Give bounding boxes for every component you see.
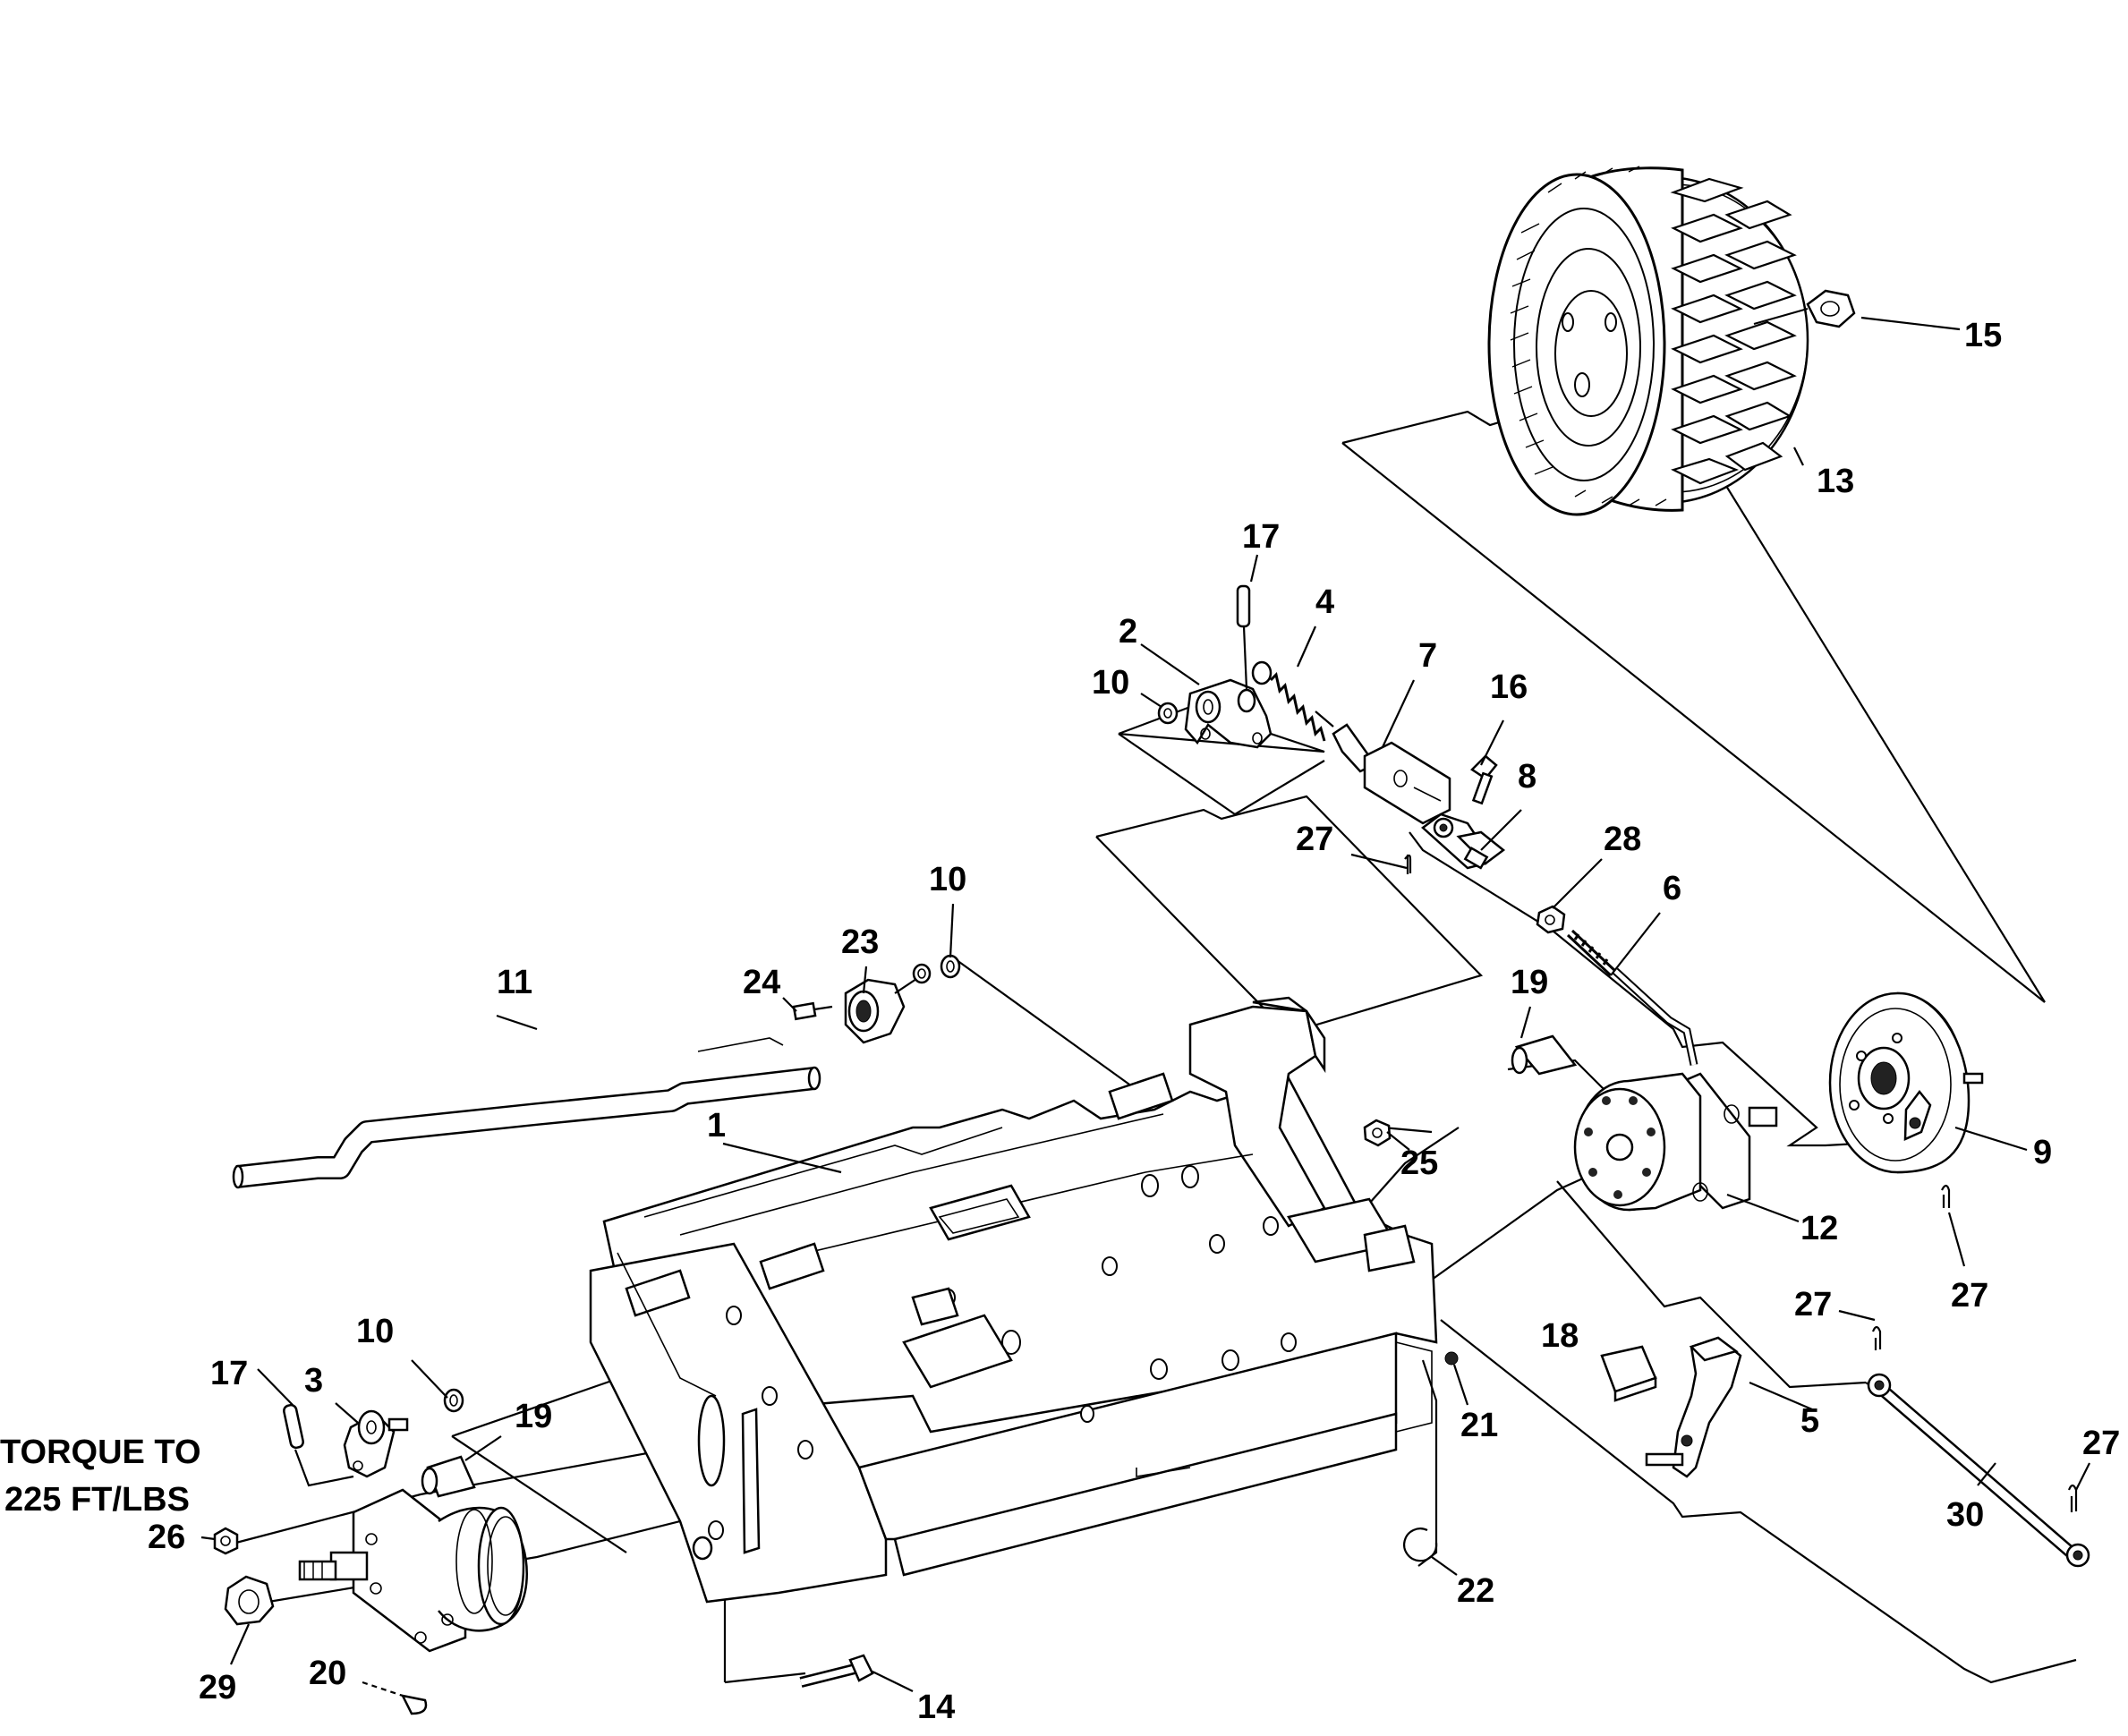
key-20 (362, 1681, 428, 1715)
callout-10-upper: 10 (1092, 664, 1129, 702)
callout-14: 14 (917, 1689, 955, 1726)
callout-10-lower: 10 (356, 1313, 394, 1350)
motor-12 (1573, 1072, 1778, 1212)
callout-26: 26 (148, 1519, 185, 1556)
callout-20: 20 (309, 1655, 346, 1692)
crank-3 (343, 1409, 409, 1478)
arm-8 (1421, 813, 1506, 870)
callout-22: 22 (1457, 1572, 1494, 1610)
nut-25 (1363, 1119, 1392, 1147)
callout-1: 1 (707, 1107, 726, 1145)
callout-25: 25 (1400, 1145, 1438, 1182)
callout-13: 13 (1817, 463, 1854, 500)
wheel-13 (1487, 166, 1809, 516)
callout-16: 16 (1490, 668, 1528, 706)
pin-17-lower (283, 1403, 354, 1487)
rod-11 (232, 1037, 821, 1189)
washer-10-upper (1157, 702, 1179, 725)
bolt-14 (799, 1654, 874, 1688)
bolt-24 (792, 1001, 833, 1021)
callout-27-rod-bottom: 27 (2082, 1425, 2120, 1462)
spring-4 (1251, 660, 1334, 742)
link-rod-30 (1867, 1373, 2090, 1568)
callout-3: 3 (304, 1362, 323, 1400)
spacer-19-upper (1511, 1034, 1578, 1076)
nut-26 (213, 1527, 239, 1555)
callout-6: 6 (1663, 870, 1681, 907)
wheel-motor (298, 1488, 528, 1653)
cotter-27-hub (1941, 1184, 1951, 1208)
callout-27-hub: 27 (1951, 1277, 1988, 1315)
bearing-23 (844, 974, 923, 1044)
callout-30: 30 (1946, 1496, 1984, 1534)
callout-4: 4 (1315, 583, 1334, 621)
pedal-pad-18 (1600, 1345, 1657, 1402)
callout-29: 29 (199, 1669, 236, 1706)
hub-9 (1828, 991, 1984, 1174)
cotter-27-rod-bottom (2067, 1484, 2078, 1512)
callout-11: 11 (497, 964, 532, 1001)
callout-labels: 13 15 17 4 2 7 10 16 8 27 28 6 10 23 24 … (0, 317, 2120, 1726)
callout-10-top: 10 (929, 861, 966, 898)
callout-27-upper: 27 (1296, 821, 1333, 858)
clevis-7 (1332, 723, 1451, 825)
callout-8: 8 (1518, 758, 1536, 796)
callout-24: 24 (743, 964, 780, 1001)
nut-28 (1536, 905, 1566, 934)
callout-21: 21 (1460, 1407, 1498, 1444)
washers-10-top (912, 954, 961, 984)
pin-17-top (1236, 584, 1251, 690)
frame-1 (589, 996, 1438, 1604)
callout-19-lower: 19 (515, 1398, 552, 1435)
callout-23: 23 (841, 923, 879, 961)
callout-2: 2 (1119, 613, 1137, 651)
callout-12: 12 (1800, 1210, 1838, 1247)
leader-lines (200, 316, 2090, 1692)
clip-22 (1403, 1528, 1438, 1562)
cotter-27-upper (1404, 854, 1412, 874)
washer-10-lower (443, 1388, 464, 1413)
rod-6 (1566, 929, 1698, 1066)
nut-29 (224, 1575, 275, 1626)
callout-19-upper: 19 (1511, 964, 1548, 1001)
callout-9: 9 (2033, 1134, 2052, 1171)
cotter-27-rod-top (1871, 1325, 1882, 1350)
nut-15 (1753, 289, 1856, 328)
torque-note-line-1: TORQUE TO (0, 1434, 201, 1471)
pin-16 (1470, 754, 1498, 805)
callout-15: 15 (1964, 317, 2002, 354)
nut-21 (1444, 1351, 1459, 1366)
callout-18: 18 (1541, 1317, 1579, 1355)
bracket-2 (1184, 678, 1273, 749)
callout-17-top: 17 (1242, 518, 1280, 556)
pedal-arm-5 (1645, 1336, 1742, 1478)
callout-28: 28 (1604, 821, 1641, 858)
torque-note-line-2: 225 FT/LBS (4, 1481, 190, 1519)
callout-17-lower: 17 (210, 1355, 248, 1392)
callout-27-rod-top: 27 (1794, 1286, 1832, 1323)
spacer-19-lower (421, 1455, 476, 1498)
callout-7: 7 (1418, 637, 1437, 675)
callout-5: 5 (1800, 1402, 1819, 1440)
